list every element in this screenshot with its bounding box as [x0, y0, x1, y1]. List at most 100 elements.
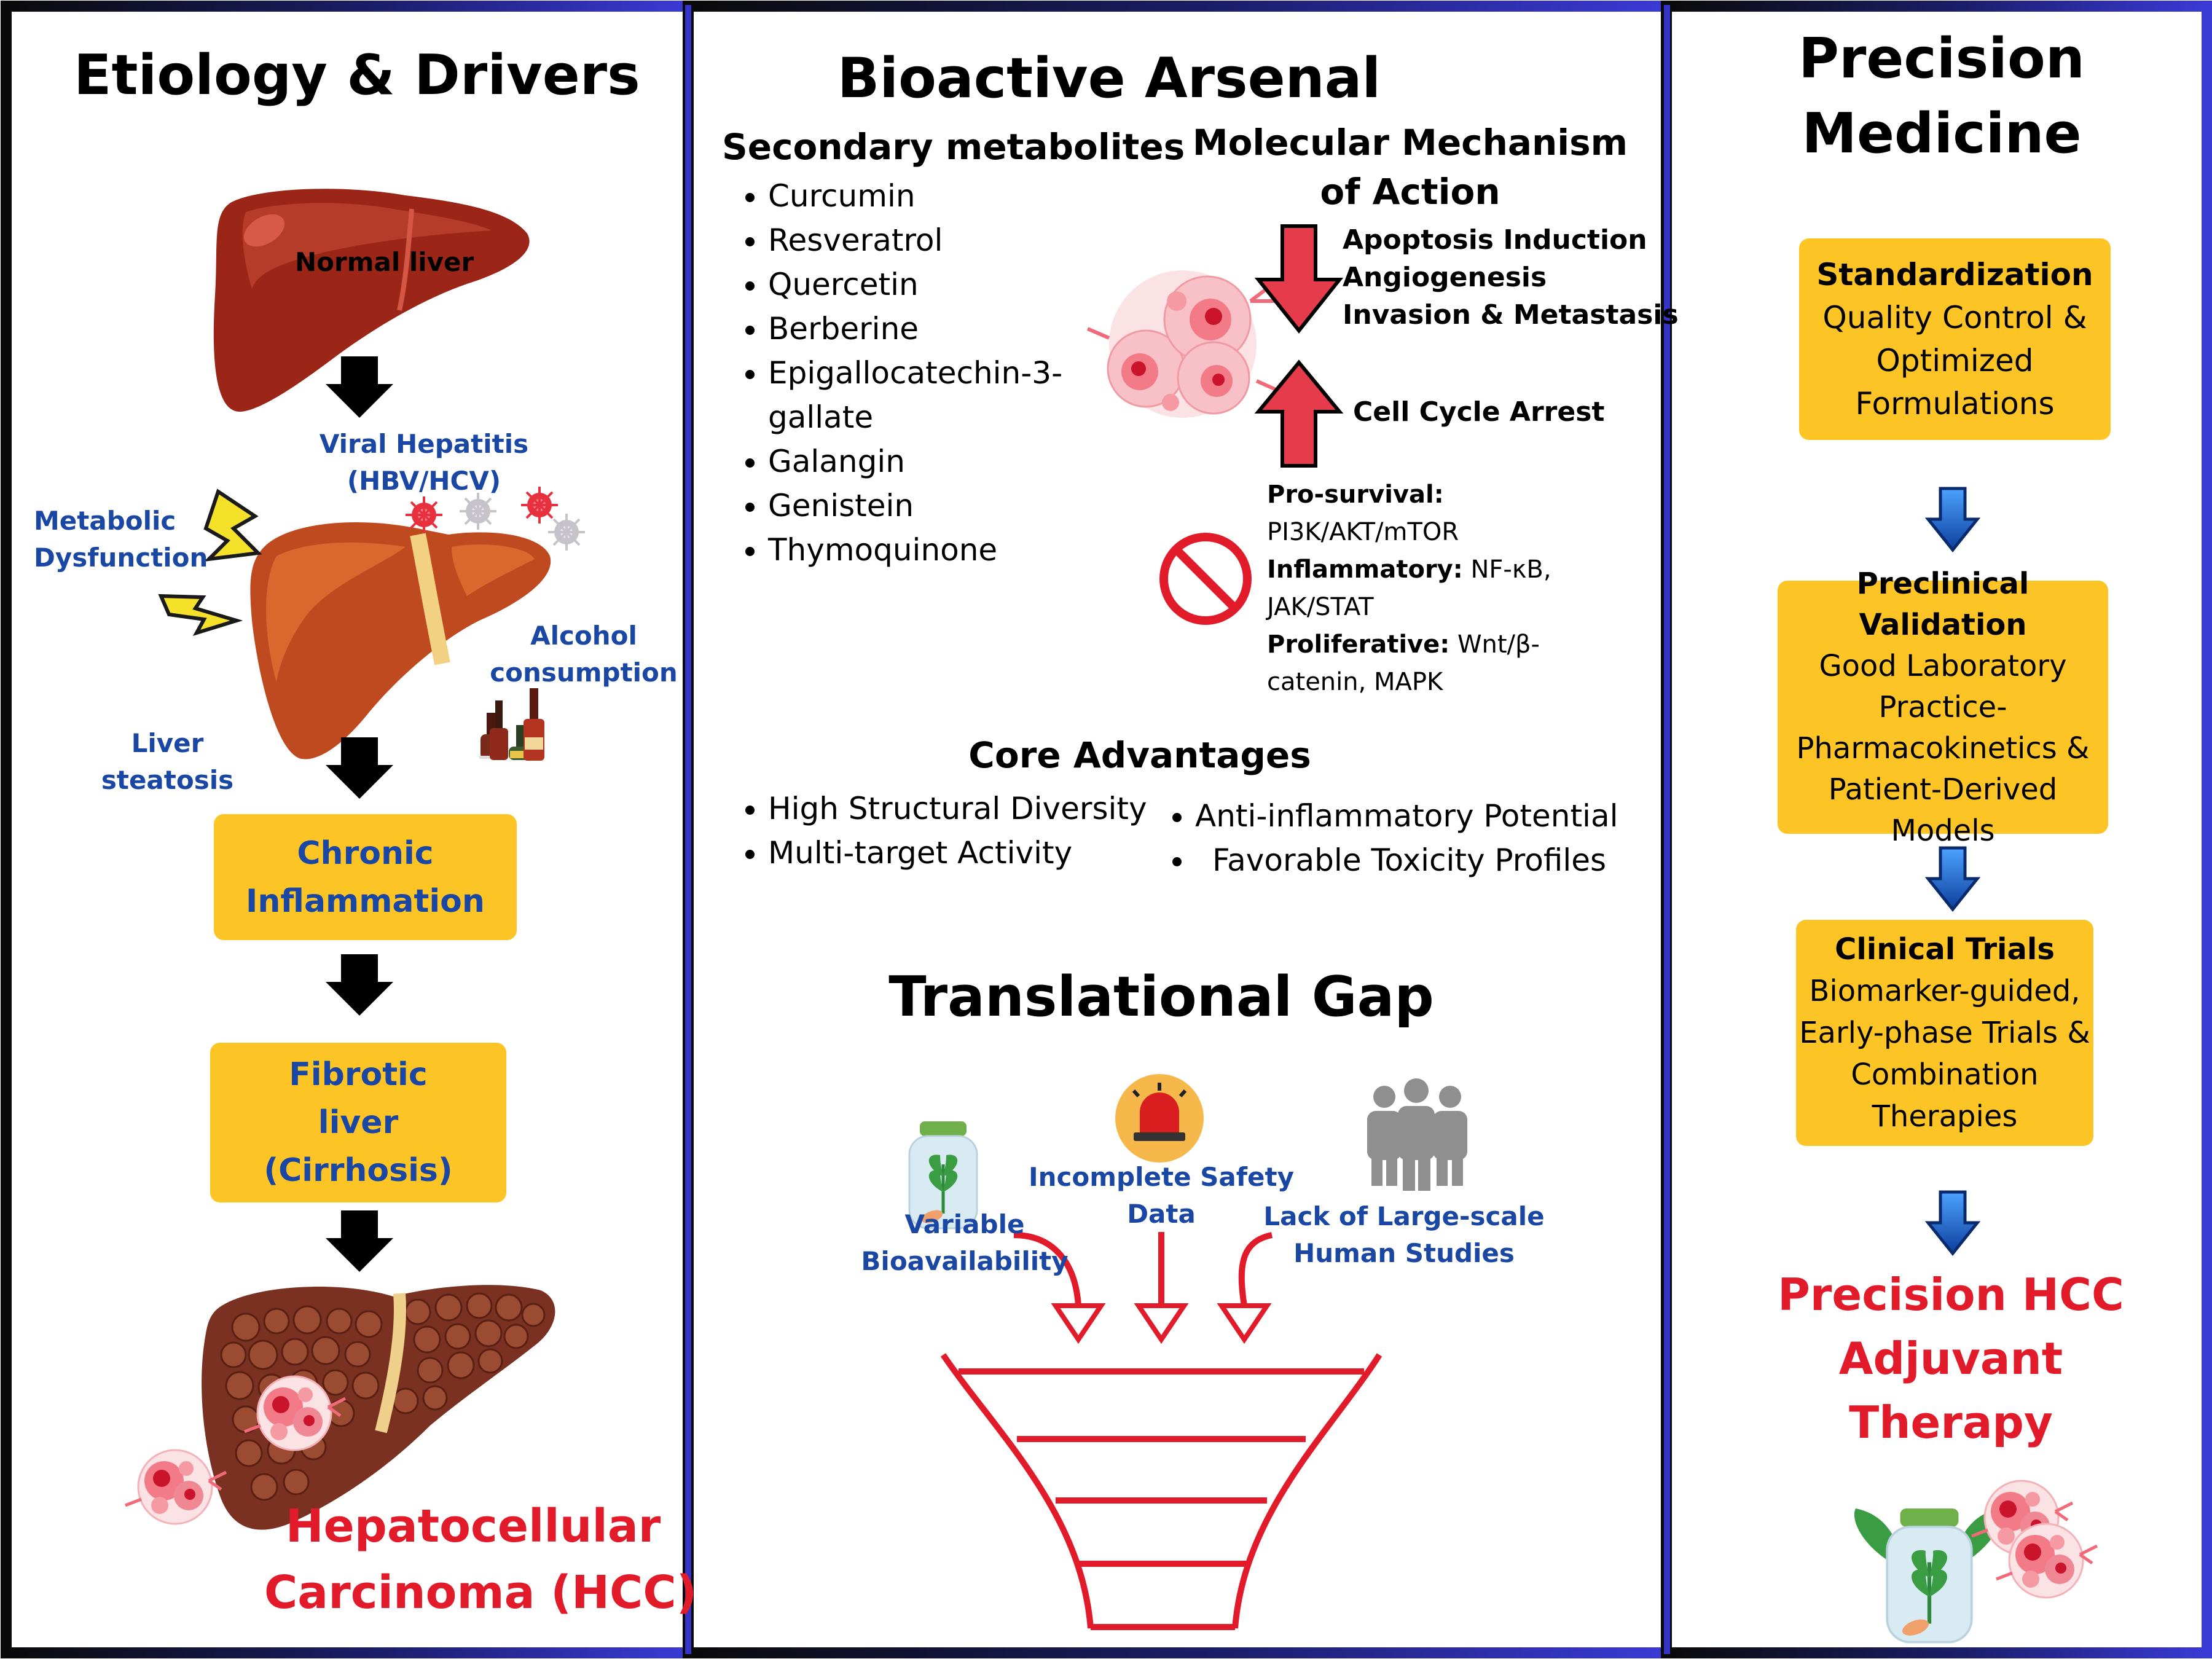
pathway-label: Inflammatory: — [1267, 555, 1463, 584]
metabolic-line1: Metabolic — [34, 506, 176, 536]
mechanism-heading-line2: of Action — [1320, 171, 1500, 213]
barrier-line2: Bioavailability — [861, 1246, 1069, 1276]
alcohol-consumption-label: Alcohol consumption — [485, 618, 682, 691]
stage-title: Clinical Trials — [1835, 932, 2055, 967]
funnel-illustration — [940, 1353, 1382, 1630]
precision-title-line2: Medicine — [1802, 101, 2082, 166]
tumor-cluster-illustration — [1086, 270, 1285, 418]
damaged-liver-illustration — [250, 522, 551, 759]
liver-steatosis-label: Liver steatosis — [92, 725, 243, 799]
etiology-panel-title: Etiology & Drivers — [74, 43, 640, 108]
pathway-detail: PI3K/AKT/mTOR — [1267, 518, 1459, 546]
stage-line: Combination — [1851, 1057, 2039, 1092]
viral-hepatitis-label: Viral Hepatitis (HBV/HCV) — [301, 426, 547, 500]
stage-line: Biomarker-guided, — [1809, 974, 2081, 1008]
mechanism-heading: Molecular Mechanism of Action — [1186, 118, 1634, 216]
incomplete-safety-data-label: Incomplete Safety Data — [1014, 1159, 1309, 1233]
hcc-liver-illustration — [202, 1285, 555, 1530]
list-item: Thymoquinone — [768, 528, 1161, 572]
bioactive-arsenal-title: Bioactive Arsenal — [837, 46, 1381, 111]
decrease-arrow-icon — [1254, 224, 1344, 334]
stage-line: Formulations — [1855, 386, 2055, 422]
precision-title-line1: Precision — [1798, 26, 2085, 91]
viral-hepatitis-line1: Viral Hepatitis — [319, 429, 529, 459]
increase-arrow-icon — [1254, 359, 1344, 468]
stage-line: Patient-Derived — [1828, 772, 2058, 807]
list-item: Galangin — [768, 439, 1161, 484]
alcohol-line2: consumption — [490, 657, 678, 688]
alarm-icon — [1115, 1074, 1204, 1163]
fibrotic-line2: liver — [318, 1104, 399, 1141]
list-item: Anti-inflammatory Potential — [1195, 794, 1662, 838]
down-effect-item: Angiogenesis — [1343, 262, 1547, 293]
hcc-line2: Carcinoma (HCC) — [264, 1566, 697, 1619]
barrier-line2: Human Studies — [1293, 1238, 1515, 1268]
fibrotic-liver-box: Fibrotic liver (Cirrhosis) — [210, 1043, 506, 1202]
funnel-arrowheads — [1051, 1303, 1272, 1344]
cell-cycle-arrest-label: Cell Cycle Arrest — [1353, 396, 1605, 428]
precision-medicine-title: Precision Medicine — [1702, 22, 2181, 171]
metabolic-dysfunction-label: Metabolic Dysfunction — [34, 503, 208, 576]
advantages-list-right: Anti-inflammatory Potential Favorable To… — [1146, 794, 1662, 882]
precision-hcc-therapy-label: Precision HCC Adjuvant Therapy — [1757, 1263, 2144, 1454]
hcc-line1: Hepatocellular — [285, 1500, 661, 1553]
advantages-list-left: High Structural Diversity Multi-target A… — [719, 786, 1198, 875]
stage-line: Therapies — [1872, 1099, 2018, 1134]
mechanism-heading-line1: Molecular Mechanism — [1192, 122, 1628, 163]
barrier-line1: Variable — [904, 1209, 1025, 1239]
pathway-detail: catenin, MAPK — [1267, 668, 1443, 696]
wine-bottles-icon — [479, 688, 544, 761]
list-item: Resveratrol — [768, 218, 1161, 262]
fibrotic-line1: Fibrotic — [289, 1056, 428, 1093]
therapy-bottle-icon — [1854, 1508, 2002, 1642]
stage-line: Good Laboratory — [1819, 648, 2067, 683]
list-item: Favorable Toxicity Profiles — [1195, 838, 1662, 882]
metabolites-list: Curcumin Resveratrol Quercetin Berberine… — [719, 174, 1161, 572]
barrier-line1: Lack of Large-scale — [1263, 1201, 1545, 1231]
viral-hepatitis-line2: (HBV/HCV) — [347, 466, 501, 496]
stage-line: Quality Control & — [1822, 300, 2087, 335]
lightning-icon — [203, 488, 262, 562]
alcohol-line1: Alcohol — [530, 621, 637, 651]
stage-line: Optimized — [1876, 343, 2034, 378]
inhibited-pathways: Pro-survival: PI3K/AKT/mTOR Inflammatory… — [1267, 476, 1636, 701]
pathway-label: Pro-survival: — [1267, 480, 1444, 509]
funnel-input-arrows — [1013, 1232, 1273, 1306]
chronic-line1: Chronic — [297, 834, 434, 872]
normal-liver-label: Normal liver — [295, 247, 474, 277]
stage-line: Early-phase Trials & — [1799, 1016, 2090, 1050]
metabolic-line2: Dysfunction — [34, 543, 208, 573]
pathway-detail: Wnt/β- — [1457, 630, 1540, 659]
core-advantages-heading: Core Advantages — [968, 734, 1311, 776]
secondary-metabolites-heading: Secondary metabolites — [722, 126, 1185, 168]
chronic-inflammation-box: Chronic Inflammation — [214, 814, 517, 940]
fibrotic-line3: (Cirrhosis) — [264, 1152, 453, 1189]
translational-gap-title: Translational Gap — [888, 965, 1434, 1029]
stage-line: Pharmacokinetics & — [1796, 731, 2090, 766]
list-item: Multi-target Activity — [768, 831, 1198, 875]
stage-line: Models — [1891, 813, 1995, 848]
steatosis-line2: steatosis — [101, 765, 234, 795]
list-item: Berberine — [768, 307, 1161, 351]
list-item: Genistein — [768, 484, 1161, 528]
outcome-line3: Therapy — [1849, 1397, 2053, 1448]
outcome-line2: Adjuvant — [1838, 1333, 2063, 1384]
pathway-label: Proliferative: — [1267, 630, 1450, 659]
lack-of-human-studies-label: Lack of Large-scale Human Studies — [1253, 1198, 1555, 1272]
stage-line: Practice- — [1878, 689, 2007, 724]
lightning-icon — [158, 594, 243, 637]
barrier-line2: Data — [1127, 1199, 1196, 1229]
list-item: Curcumin — [768, 174, 1161, 218]
pathway-detail: NF-κB, — [1470, 555, 1551, 584]
standardization-box: Standardization Quality Control & Optimi… — [1799, 238, 2111, 440]
clinical-trials-box: Clinical Trials Biomarker-guided, Early-… — [1796, 920, 2093, 1146]
barrier-line1: Incomplete Safety — [1029, 1162, 1294, 1192]
down-effect-item: Apoptosis Induction — [1343, 224, 1647, 256]
outcome-line1: Precision HCC — [1778, 1269, 2124, 1320]
list-item: Quercetin — [768, 262, 1161, 307]
steatosis-line1: Liver — [131, 728, 204, 758]
chronic-line2: Inflammation — [246, 882, 485, 920]
normal-liver-illustration — [213, 189, 530, 412]
